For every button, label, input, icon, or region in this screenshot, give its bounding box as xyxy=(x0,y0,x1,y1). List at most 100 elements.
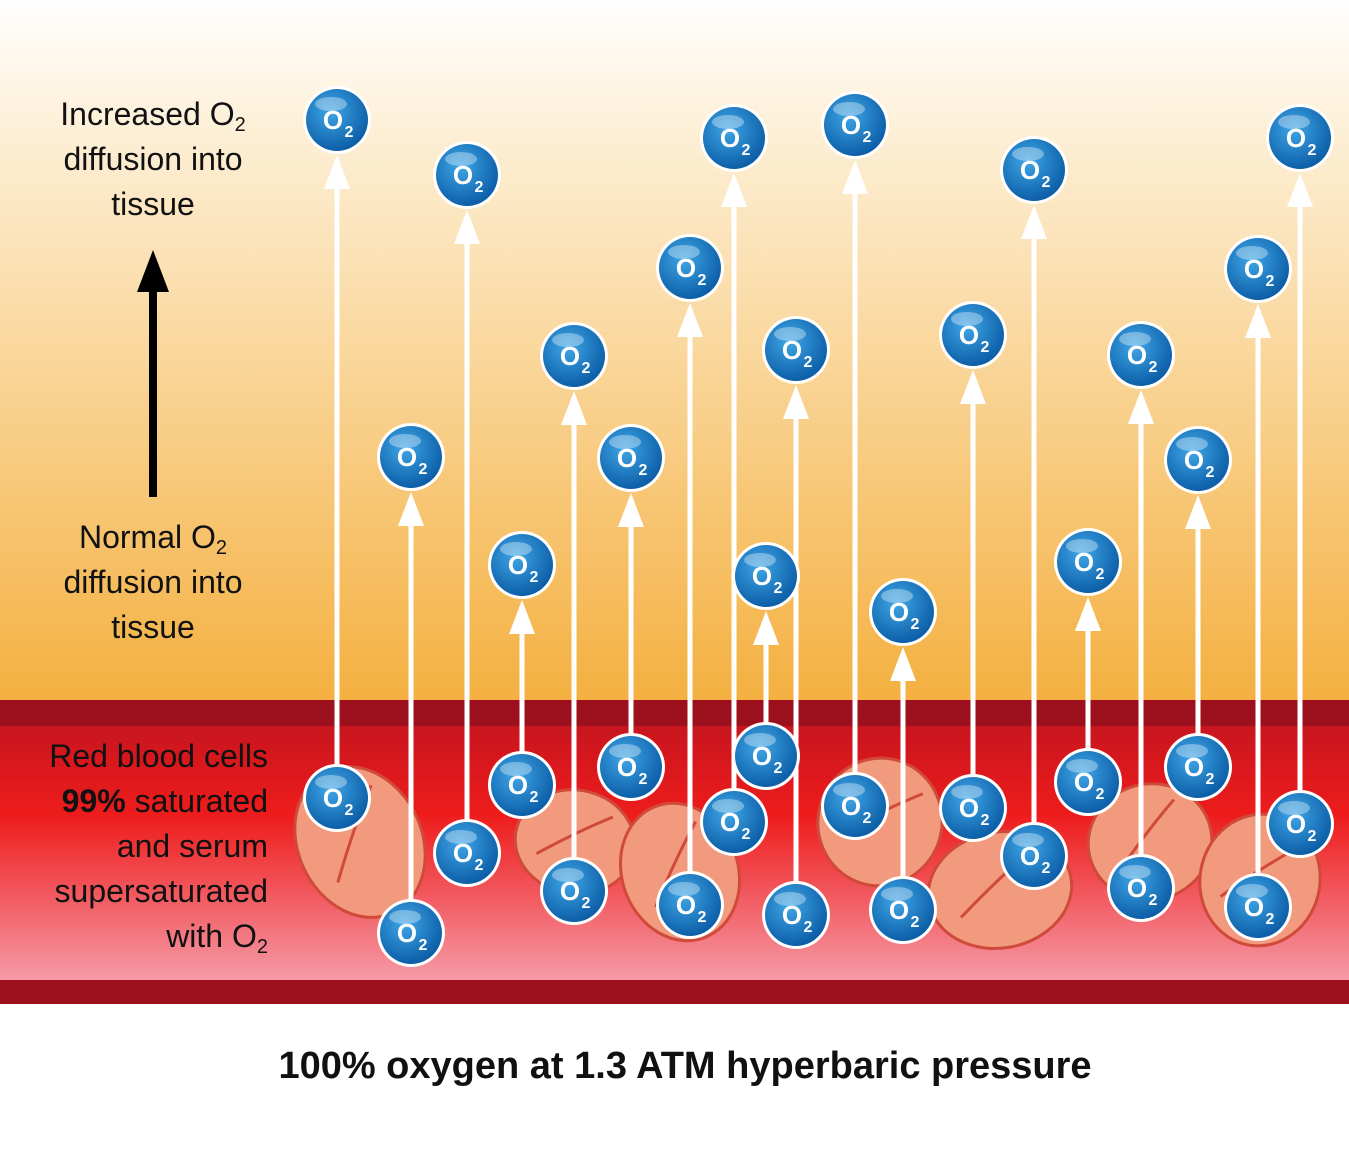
svg-text:O: O xyxy=(1286,123,1306,153)
diffusion-arrow xyxy=(721,173,747,822)
svg-text:O: O xyxy=(1020,841,1040,871)
svg-text:2: 2 xyxy=(981,812,990,829)
svg-text:2: 2 xyxy=(419,937,428,954)
svg-text:2: 2 xyxy=(911,616,920,633)
svg-text:2: 2 xyxy=(1206,771,1215,788)
diffusion-arrow xyxy=(1128,390,1154,888)
svg-text:O: O xyxy=(323,105,343,135)
svg-text:2: 2 xyxy=(742,142,751,159)
svg-text:O: O xyxy=(1184,752,1204,782)
svg-text:2: 2 xyxy=(582,895,591,912)
svg-text:O: O xyxy=(676,253,696,283)
svg-text:O: O xyxy=(508,550,528,580)
svg-text:O: O xyxy=(841,791,861,821)
svg-text:2: 2 xyxy=(530,569,539,586)
svg-text:2: 2 xyxy=(698,909,707,926)
blood-cells-label: Red blood cells 99% saturated and serum … xyxy=(49,738,268,958)
svg-text:2: 2 xyxy=(863,129,872,146)
svg-text:2: 2 xyxy=(1149,359,1158,376)
diffusion-arrow xyxy=(1185,495,1211,767)
svg-text:2: 2 xyxy=(1096,566,1105,583)
svg-text:2: 2 xyxy=(863,810,872,827)
svg-text:2: 2 xyxy=(1266,911,1275,928)
svg-text:2: 2 xyxy=(804,354,813,371)
increase-arrow xyxy=(137,250,169,497)
svg-text:2: 2 xyxy=(804,919,813,936)
svg-text:O: O xyxy=(1244,254,1264,284)
diffusion-arrow xyxy=(842,160,868,806)
diffusion-arrow xyxy=(454,210,480,853)
svg-text:2: 2 xyxy=(639,462,648,479)
svg-text:2: 2 xyxy=(345,124,354,141)
svg-text:2: 2 xyxy=(530,789,539,806)
svg-text:2: 2 xyxy=(774,760,783,777)
diffusion-arrow xyxy=(677,303,703,905)
svg-text:O: O xyxy=(508,770,528,800)
svg-text:O: O xyxy=(617,443,637,473)
svg-text:2: 2 xyxy=(911,914,920,931)
svg-text:2: 2 xyxy=(774,580,783,597)
svg-text:O: O xyxy=(782,335,802,365)
svg-text:O: O xyxy=(397,442,417,472)
diffusion-arrow xyxy=(398,492,424,933)
svg-text:O: O xyxy=(959,320,979,350)
svg-text:O: O xyxy=(889,895,909,925)
diffusion-arrows xyxy=(324,155,1313,933)
svg-text:O: O xyxy=(752,741,772,771)
svg-text:2: 2 xyxy=(419,461,428,478)
svg-text:2: 2 xyxy=(639,771,648,788)
svg-text:2: 2 xyxy=(742,826,751,843)
svg-text:O: O xyxy=(1020,155,1040,185)
svg-text:2: 2 xyxy=(475,857,484,874)
diffusion-arrow xyxy=(618,493,644,767)
svg-text:2: 2 xyxy=(1206,464,1215,481)
svg-text:O: O xyxy=(1184,445,1204,475)
svg-text:O: O xyxy=(453,838,473,868)
svg-text:O: O xyxy=(1244,892,1264,922)
diffusion-arrow xyxy=(960,370,986,808)
diffusion-arrow xyxy=(890,647,916,910)
svg-text:O: O xyxy=(782,900,802,930)
svg-text:O: O xyxy=(676,890,696,920)
svg-text:2: 2 xyxy=(345,802,354,819)
svg-text:2: 2 xyxy=(1042,174,1051,191)
diffusion-arrow xyxy=(783,385,809,915)
svg-text:O: O xyxy=(720,123,740,153)
diffusion-arrow xyxy=(1021,205,1047,856)
svg-text:2: 2 xyxy=(981,339,990,356)
svg-text:O: O xyxy=(560,876,580,906)
svg-text:O: O xyxy=(560,341,580,371)
svg-text:2: 2 xyxy=(582,360,591,377)
